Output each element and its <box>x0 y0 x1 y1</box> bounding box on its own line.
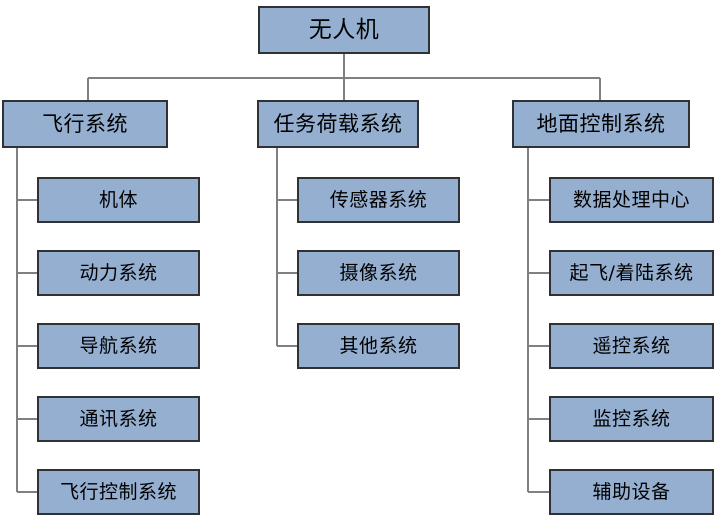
leaf-node-2-2-label: 遥控系统 <box>592 334 671 357</box>
leaf-node-2-3[interactable]: 监控系统 <box>549 396 714 442</box>
leaf-node-1-1[interactable]: 摄像系统 <box>297 250 460 296</box>
branch-node-2-label: 地面控制系统 <box>536 111 666 136</box>
root-node-uav[interactable]: 无人机 <box>258 6 430 54</box>
branch-node-0[interactable]: 飞行系统 <box>2 100 168 148</box>
leaf-node-0-4-label: 飞行控制系统 <box>59 480 177 503</box>
leaf-node-0-0-label: 机体 <box>98 188 138 211</box>
leaf-node-0-1[interactable]: 动力系统 <box>37 250 200 296</box>
leaf-node-0-3[interactable]: 通讯系统 <box>37 396 200 442</box>
leaf-node-0-2[interactable]: 导航系统 <box>37 323 200 369</box>
leaf-node-0-2-label: 导航系统 <box>79 334 158 357</box>
leaf-node-1-2[interactable]: 其他系统 <box>297 323 460 369</box>
leaf-node-2-4-label: 辅助设备 <box>592 480 671 503</box>
leaf-node-0-1-label: 动力系统 <box>79 261 158 284</box>
leaf-node-1-2-label: 其他系统 <box>339 334 418 357</box>
leaf-node-2-0-label: 数据处理中心 <box>572 188 690 211</box>
leaf-node-1-1-label: 摄像系统 <box>339 261 418 284</box>
leaf-node-2-1-label: 起飞/着陆系统 <box>569 261 694 284</box>
root-node-uav-label: 无人机 <box>308 16 380 43</box>
branch-node-0-label: 飞行系统 <box>42 111 128 136</box>
leaf-node-0-3-label: 通讯系统 <box>79 407 158 430</box>
leaf-node-1-0-label: 传感器系统 <box>329 188 428 211</box>
leaf-node-2-1[interactable]: 起飞/着陆系统 <box>549 250 714 296</box>
branch-node-2[interactable]: 地面控制系统 <box>512 100 690 148</box>
leaf-node-2-2[interactable]: 遥控系统 <box>549 323 714 369</box>
leaf-node-2-0[interactable]: 数据处理中心 <box>549 177 714 223</box>
leaf-node-0-0[interactable]: 机体 <box>37 177 200 223</box>
leaf-node-0-4[interactable]: 飞行控制系统 <box>37 469 200 515</box>
leaf-node-2-4[interactable]: 辅助设备 <box>549 469 714 515</box>
branch-node-1-label: 任务荷载系统 <box>273 111 403 136</box>
leaf-node-1-0[interactable]: 传感器系统 <box>297 177 460 223</box>
leaf-node-2-3-label: 监控系统 <box>592 407 671 430</box>
branch-node-1[interactable]: 任务荷载系统 <box>257 100 419 148</box>
